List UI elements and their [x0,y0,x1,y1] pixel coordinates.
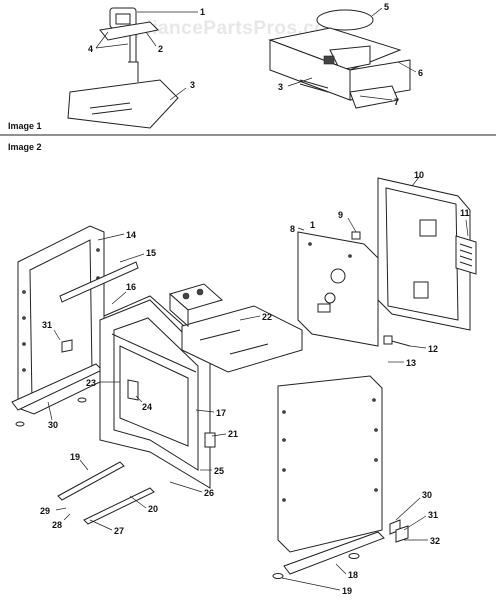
callout-20b: 20 [148,504,158,514]
callout-10: 10 [414,170,424,180]
callout-14: 14 [126,230,136,240]
callout-5: 5 [384,2,389,12]
callout-27: 27 [114,526,124,536]
callout-19: 19 [342,586,352,596]
control-block [168,283,224,328]
callout-13: 13 [406,358,416,368]
callout-8: 8 [290,224,295,234]
callout-4: 4 [88,44,93,54]
screw-9 [351,231,361,240]
callout-21: 21 [228,429,238,439]
callout-12: 12 [428,344,438,354]
callout-11: 11 [460,208,470,218]
timer-assembly-right [268,9,411,109]
callout-2: 2 [158,44,163,54]
callout-6: 6 [418,68,423,78]
window-glass [119,345,189,447]
window-bracket [127,379,139,401]
callout-33: 31 [428,510,438,520]
watermark: AppliancePartsPros.com [108,18,344,39]
rail-lower [83,487,155,525]
hinge-bar [59,261,139,303]
rail-upper [57,461,125,501]
vent-grille [455,235,477,275]
callout-18: 18 [348,570,358,580]
callout-23: 23 [86,378,96,388]
callout-17: 17 [216,408,226,418]
image1-leaders [95,7,417,101]
leveling-foot-2 [348,553,360,559]
timer-assembly-left [67,7,179,129]
kick-panel [283,531,385,575]
callout-9: 9 [338,210,343,220]
callout-1b: 1 [310,220,315,230]
cooktop-panel [181,305,303,373]
callout-22: 22 [262,312,272,322]
callout-30: 30 [48,420,58,430]
caption-image-1: Image 1 [8,121,42,131]
cord-plug [383,335,393,345]
caption-image-2: Image 2 [8,142,42,152]
callout-25: 25 [214,466,224,476]
image2-leaders [47,175,469,591]
part-33 [395,525,409,543]
callout-28: 28 [52,520,62,530]
callout-31: 31 [42,320,52,330]
callout-16: 16 [126,282,136,292]
callout-3: 3 [190,80,195,90]
callout-15: 15 [146,248,156,258]
callout-20a: 19 [70,452,80,462]
callout-1: 1 [200,7,205,17]
back-cover [377,177,471,331]
callout-34: 32 [430,536,440,546]
callout-7: 7 [394,97,399,107]
tab-21 [204,432,216,448]
callout-26: 26 [204,488,214,498]
callout-32: 30 [422,490,432,500]
callout-24: 24 [142,402,152,412]
leveling-foot [272,573,284,579]
rear-panel [297,231,379,347]
callout-3b: 3 [278,82,283,92]
side-panel [277,375,383,553]
latch-part [61,339,73,353]
callout-29: 29 [40,506,50,516]
